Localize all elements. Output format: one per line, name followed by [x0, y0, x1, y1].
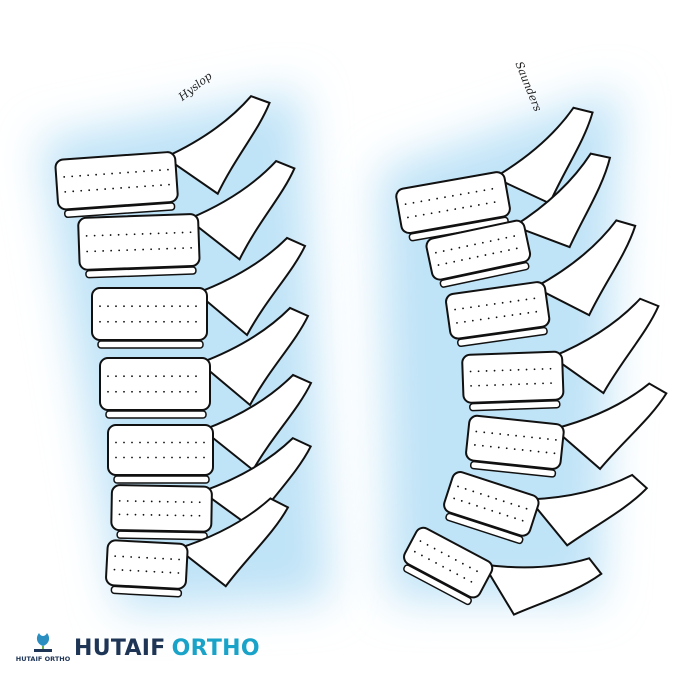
brand-name-accent: ORTHO — [171, 636, 260, 661]
vertebra — [425, 152, 612, 288]
vertebra — [395, 106, 594, 242]
vertebra — [443, 471, 649, 547]
vertebra — [445, 219, 637, 348]
vertebra — [77, 159, 296, 279]
vertebra — [99, 306, 310, 419]
vertebra — [461, 297, 660, 412]
vertebra — [110, 436, 313, 541]
logo-mark-text: HUTAIF ORTHO — [15, 655, 71, 663]
normal-spine-drawing — [54, 94, 313, 598]
vertebra — [91, 236, 307, 349]
brand-name-dark: HUTAIF — [74, 636, 166, 661]
hutaif-logo-icon — [34, 633, 52, 652]
vertebra — [105, 497, 290, 598]
vertebra — [54, 94, 271, 218]
vertebra — [403, 526, 603, 616]
vertebra — [465, 382, 668, 478]
vertebra — [107, 373, 313, 484]
curved-spine-drawing — [395, 106, 668, 616]
